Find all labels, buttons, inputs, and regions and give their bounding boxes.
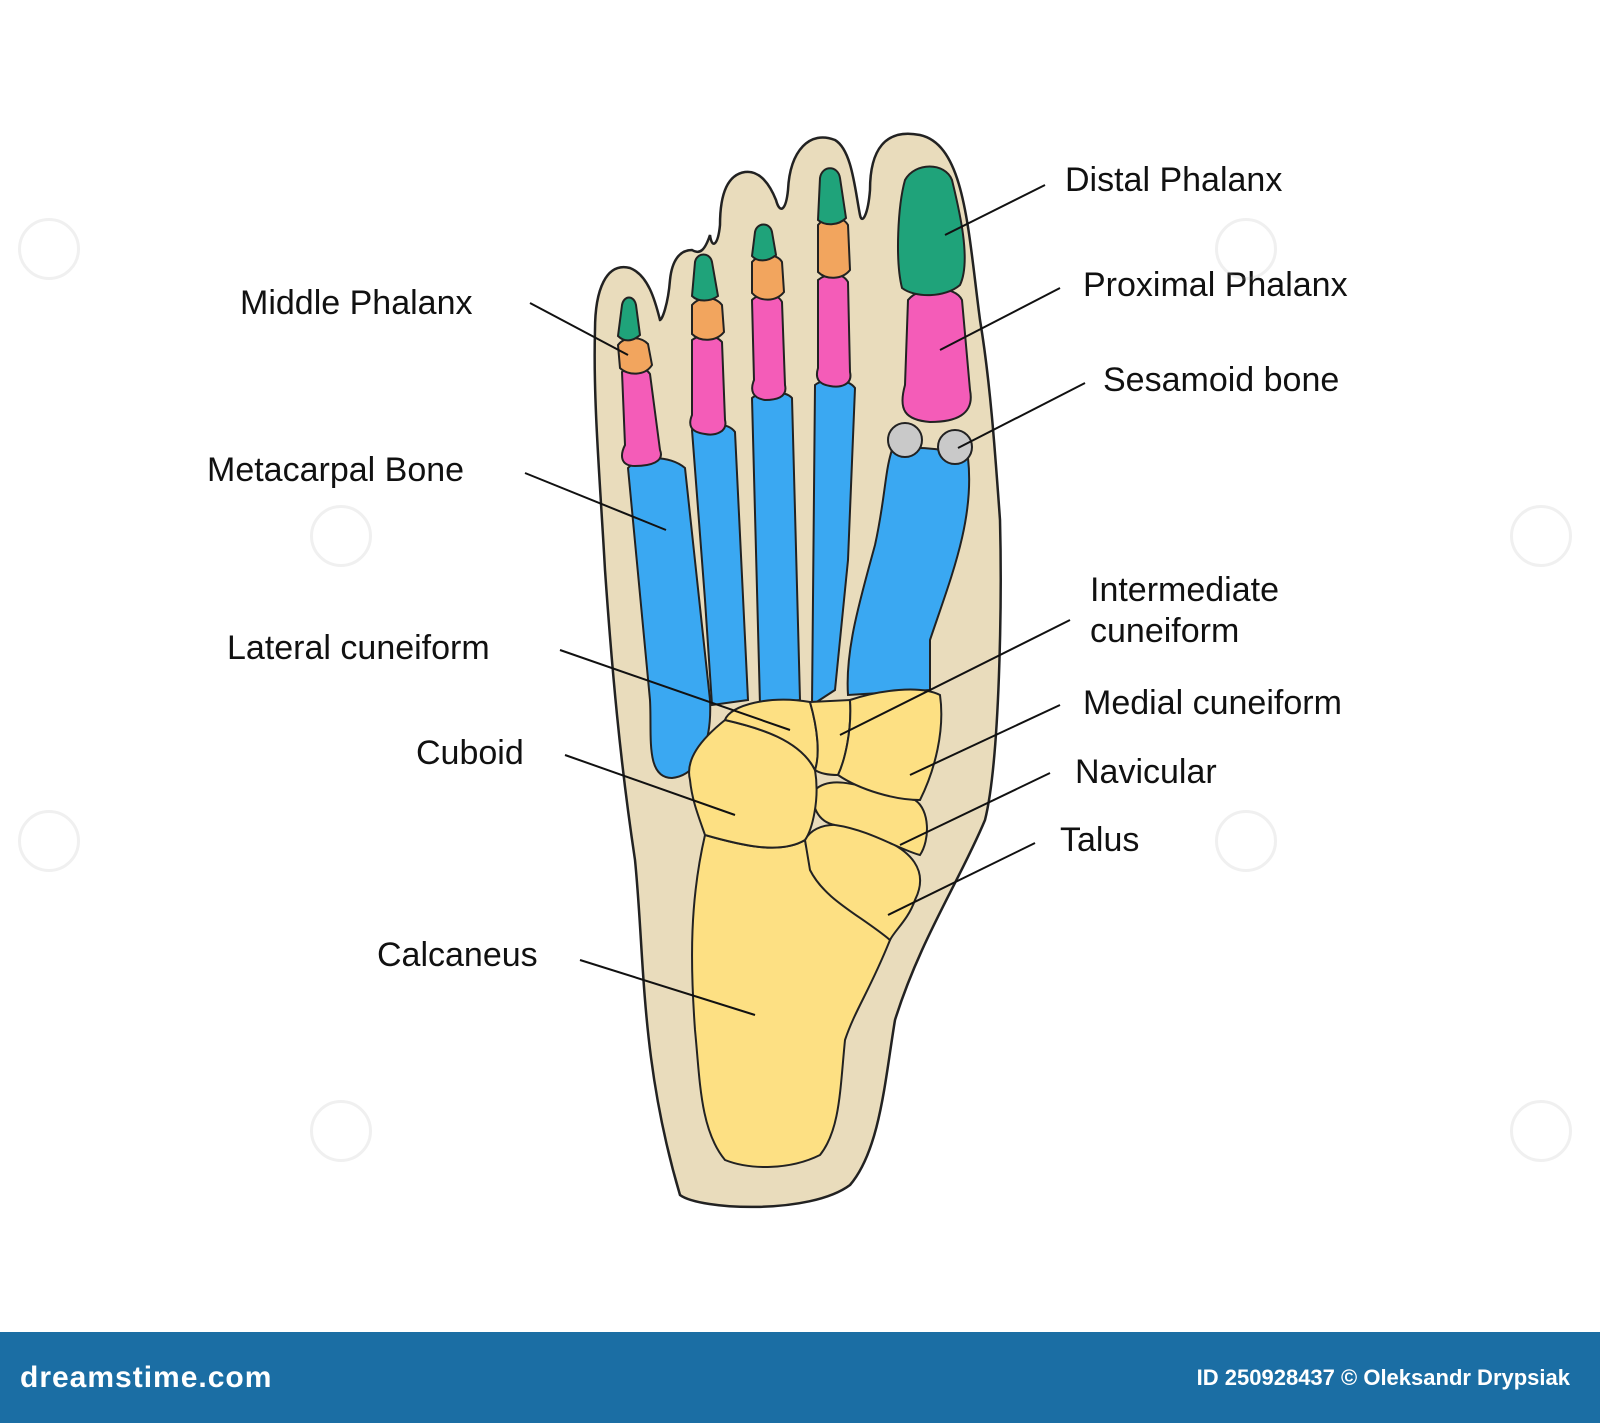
middle-phalanx-5 — [616, 337, 654, 375]
tarsal-bones — [688, 688, 943, 1168]
cuboid-bone — [688, 718, 818, 849]
watermark-logo-icon — [1215, 810, 1277, 872]
proximal-phalanx-3 — [750, 293, 787, 402]
label-talus: Talus — [1060, 821, 1140, 859]
sesamoid-bone-lateral — [887, 422, 923, 458]
leader-line-talus — [887, 842, 1036, 916]
sesamoid-bones — [887, 422, 973, 465]
distal-phalanx-2 — [816, 167, 848, 226]
foot-illustration — [524, 132, 1086, 1209]
distal-phalanx-4 — [690, 253, 720, 302]
middle-phalanges — [616, 216, 852, 375]
leader-line-calcaneus — [579, 959, 756, 1016]
watermark-logo-icon — [1510, 505, 1572, 567]
leader-line-lateral-cuneiform — [559, 649, 791, 731]
leader-line-medial-cuneiform — [909, 704, 1061, 776]
distal-phalanx-1 — [897, 165, 966, 297]
label-intermediate-cuneiform: Intermediate cuneiform — [1090, 571, 1279, 650]
sesamoid-bone-medial — [937, 429, 973, 465]
label-medial-cuneiform: Medial cuneiform — [1083, 684, 1342, 722]
proximal-phalanx-1 — [901, 287, 972, 424]
label-metacarpal-bone: Metacarpal Bone — [207, 451, 465, 489]
leader-line-sesamoid-bone — [957, 382, 1086, 449]
leader-lines — [524, 184, 1086, 1016]
watermark-logo-icon — [310, 1100, 372, 1162]
distal-phalanges — [616, 165, 966, 342]
metatarsal-3 — [750, 391, 802, 707]
label-proximal-phalanx: Proximal Phalanx — [1083, 266, 1348, 304]
proximal-phalanges — [620, 273, 972, 468]
label-lateral-cuneiform: Lateral cuneiform — [227, 629, 490, 667]
proximal-phalanx-4 — [689, 334, 727, 436]
footer-credit: ID 250928437 © Oleksandr Drypsiak — [1196, 1364, 1570, 1390]
leader-line-metacarpal-bone — [524, 472, 667, 531]
distal-phalanx-3 — [750, 223, 778, 262]
stock-footer-bar: dreamstime.com ID 250928437 © Oleksandr … — [0, 1332, 1600, 1423]
medial-cuneiform-bone — [836, 688, 943, 802]
label-calcaneus: Calcaneus — [377, 936, 538, 974]
leader-line-navicular — [899, 772, 1051, 846]
footer-brand: dreamstime.com — [20, 1360, 273, 1394]
label-distal-phalanx: Distal Phalanx — [1065, 161, 1283, 199]
proximal-phalanx-2 — [815, 273, 852, 388]
middle-phalanx-2 — [817, 216, 852, 279]
label-sesamoid-bone: Sesamoid bone — [1103, 361, 1340, 399]
watermark-logo-icon — [1215, 218, 1277, 280]
label-navicular: Navicular — [1075, 753, 1217, 791]
watermark-logo-icon — [18, 810, 80, 872]
leader-line-middle-phalanx — [529, 302, 629, 356]
middle-phalanx-4 — [691, 297, 726, 341]
leader-line-distal-phalanx — [944, 184, 1046, 236]
watermark-logo-icon — [310, 505, 372, 567]
middle-phalanx-3 — [751, 254, 786, 301]
label-cuboid: Cuboid — [416, 734, 524, 772]
watermark-logo-icon — [1510, 1100, 1572, 1162]
label-middle-phalanx: Middle Phalanx — [240, 284, 473, 322]
foot-bones-diagram: Distal Phalanx Proximal Phalanx Sesamoid… — [18, 132, 1572, 1209]
watermark-logo-icon — [18, 218, 80, 280]
leader-line-proximal-phalanx — [939, 287, 1061, 351]
leader-line-cuboid — [564, 754, 736, 816]
leader-line-intermediate-cuneiform — [839, 619, 1071, 736]
distal-phalanx-5 — [616, 296, 642, 342]
